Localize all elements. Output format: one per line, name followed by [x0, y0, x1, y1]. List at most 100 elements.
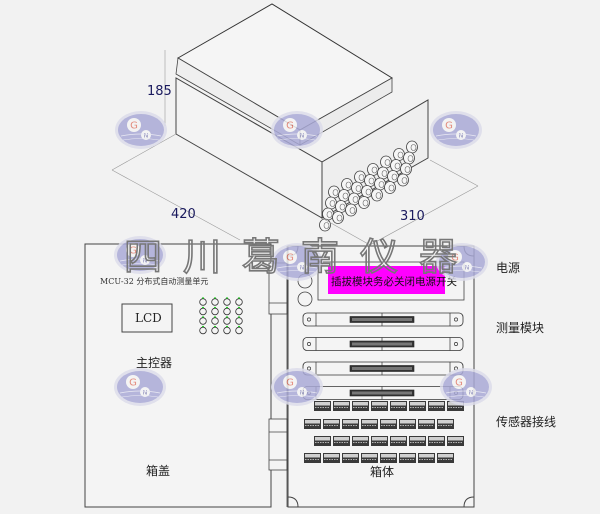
terminal-block: [371, 401, 388, 411]
cable-glands: [319, 140, 418, 232]
cable-gland-hole: [410, 144, 417, 151]
led-indicator: [199, 326, 207, 335]
led-indicator-grid: [199, 297, 243, 335]
cable-gland-hole: [381, 170, 388, 177]
terminal-block: [437, 419, 454, 429]
terminal-block: [314, 436, 331, 446]
terminal-block: [342, 453, 359, 463]
module-connector-pins: [352, 318, 412, 321]
led-indicator: [211, 326, 219, 335]
led-indicator: [223, 326, 231, 335]
cable-gland-hole: [323, 222, 330, 229]
callout-power: 电源: [496, 261, 520, 275]
led-indicator: [211, 298, 219, 306]
dimension-width: 310: [400, 209, 425, 224]
module-screw: [307, 366, 311, 371]
cable-gland-hole: [342, 192, 349, 200]
controller-label: 主控器: [136, 356, 172, 370]
cable-gland-hole: [391, 173, 398, 181]
terminal-block: [390, 401, 407, 411]
lcd-label: LCD: [135, 311, 162, 325]
module-connector-pins: [352, 367, 412, 370]
cable-gland-hole: [336, 214, 343, 222]
led-indicator: [235, 307, 243, 316]
module-screw: [307, 342, 311, 346]
terminal-block: [409, 401, 426, 411]
terminal-block: [304, 453, 321, 463]
terminal-block: [418, 419, 435, 429]
cable-gland-hole: [349, 207, 356, 214]
terminal-block: [437, 453, 454, 463]
cable-gland-hole: [352, 196, 359, 203]
terminal-block: [380, 453, 397, 463]
terminal-block: [314, 401, 331, 411]
module-screw: [307, 317, 311, 322]
power-module: [317, 261, 465, 301]
cable-gland-hole: [358, 174, 365, 181]
module-connector-pins: [352, 391, 412, 395]
terminal-blocks: [304, 401, 464, 463]
measurement-module: [302, 337, 464, 351]
box-3d-view: [175, 3, 429, 232]
callout-measurement-module: 测量模块: [496, 321, 544, 335]
led-indicator: [223, 298, 231, 306]
dimension-length: 420: [171, 207, 196, 222]
cable-gland-hole: [329, 200, 336, 207]
cable-gland-hole: [384, 159, 391, 166]
led-indicator: [223, 307, 231, 316]
lid-panel: MCU-32 分布式自动测量单元 LCD 主控器 箱盖: [84, 243, 272, 508]
callout-sensor-wiring: 传感器接线: [496, 414, 556, 429]
terminal-block: [390, 436, 407, 446]
terminal-block: [352, 401, 369, 411]
led-indicator: [223, 317, 231, 325]
watermark-logo: [439, 367, 493, 407]
led-indicator: [199, 317, 207, 325]
cable-gland-hole: [345, 181, 352, 189]
dimension-height: 185: [147, 84, 172, 99]
terminal-block: [428, 401, 445, 411]
measurement-module: [302, 361, 464, 376]
led-indicator: [235, 298, 243, 306]
cable-gland-hole: [401, 177, 408, 184]
cable-gland-hole: [388, 184, 395, 192]
cable-gland-hole: [332, 189, 339, 196]
watermark-logo: [270, 367, 324, 407]
terminal-block: [333, 401, 350, 411]
led-indicator: [235, 326, 243, 335]
cable-gland-hole: [355, 185, 362, 192]
watermark-logo: [270, 110, 324, 150]
lid-panel-label: 箱盖: [146, 463, 170, 478]
terminal-block: [409, 436, 426, 446]
terminal-block: [352, 436, 369, 446]
module-screw: [454, 342, 458, 346]
watermark-logo: [113, 367, 167, 407]
lcd-display: [121, 303, 173, 333]
led-indicator: [211, 317, 219, 325]
body-panel: 插拔模块务必关闭电源开关 箱体: [287, 245, 475, 508]
cable-gland-hole: [368, 177, 375, 185]
led-indicator: [199, 307, 207, 316]
led-indicator: [199, 298, 207, 306]
terminal-block: [447, 436, 464, 446]
cable-gland-hole: [397, 151, 404, 159]
terminal-block: [399, 453, 416, 463]
cable-gland-hole: [339, 203, 346, 211]
cable-gland-hole: [404, 166, 411, 173]
module-connector-pins: [352, 342, 412, 346]
terminal-block: [380, 419, 397, 429]
cable-gland-hole: [365, 188, 372, 196]
power-switch: [297, 291, 313, 307]
measurement-module: [302, 312, 464, 327]
terminal-block: [418, 453, 435, 463]
watermark-logo: [429, 110, 483, 150]
warning-text: 插拔模块务必关闭电源开关: [331, 275, 457, 288]
cable-gland-hole: [375, 192, 382, 199]
cable-gland-hole: [394, 162, 401, 170]
terminal-block: [323, 419, 340, 429]
module-screw: [454, 317, 458, 322]
watermark-logo: [114, 110, 168, 150]
terminal-block: [342, 419, 359, 429]
dimension-lines: [111, 50, 479, 246]
terminal-block: [333, 436, 350, 446]
